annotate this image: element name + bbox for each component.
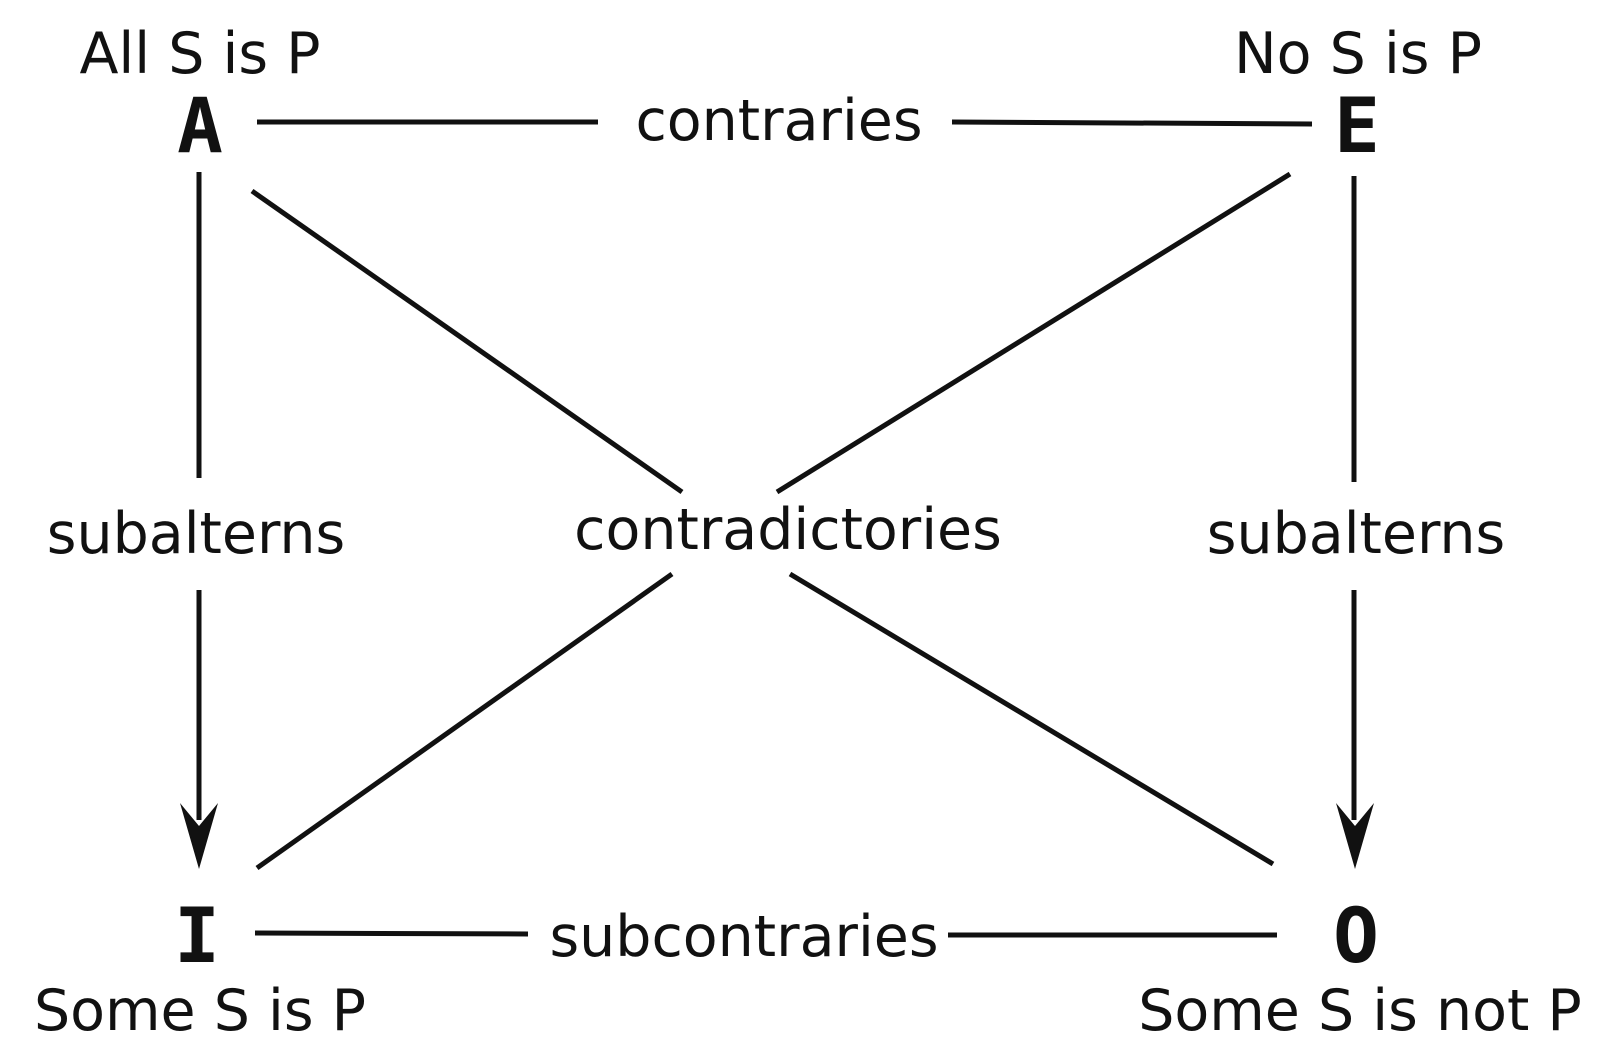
contraries-line-right [951, 119, 1313, 127]
label-subcontraries: subcontraries [549, 904, 938, 970]
arrowhead-a-to-i [180, 803, 218, 869]
node-i-proposition: Some S is P [34, 978, 366, 1044]
node-e-proposition: No S is P [1234, 21, 1482, 87]
subcontraries-line-left [254, 930, 529, 937]
contradictory-line-e-i-lower [255, 571, 674, 871]
node-o-letter: O [1333, 891, 1379, 980]
node-e-letter: E [1334, 81, 1380, 170]
contradictory-line-a-o-upper [250, 188, 684, 495]
contradictory-line-e-i-upper [775, 171, 1292, 495]
label-subalterns-left: subalterns [47, 501, 345, 567]
node-o-proposition: Some S is not P [1138, 978, 1582, 1044]
label-contradictories: contradictories [574, 497, 1002, 563]
contradictory-line-a-o-lower [788, 571, 1275, 867]
arrowhead-e-to-o [1336, 803, 1374, 869]
label-contraries: contraries [635, 88, 922, 154]
node-a-letter: A [177, 81, 223, 170]
node-i-letter: I [174, 891, 220, 980]
node-a-proposition: All S is P [79, 21, 320, 87]
label-subalterns-right: subalterns [1207, 501, 1505, 567]
